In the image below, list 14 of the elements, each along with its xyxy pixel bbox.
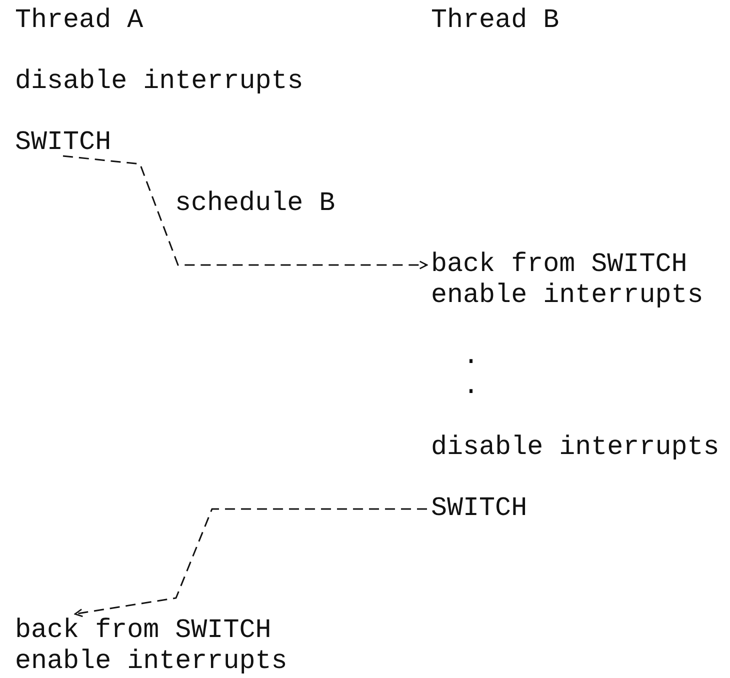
code-step: back from SWITCH: [15, 616, 272, 646]
arrow: [62, 155, 428, 270]
code-step: SWITCH: [15, 128, 112, 158]
column-heading: Thread A: [15, 6, 144, 36]
code-step: back from SWITCH: [431, 250, 688, 280]
code-step: disable interrupts: [431, 433, 720, 463]
ellipsis-dot: .: [463, 372, 480, 402]
ellipsis-dot: .: [463, 342, 480, 372]
code-step: disable interrupts: [15, 67, 304, 97]
code-step: enable interrupts: [431, 280, 704, 310]
code-step: SWITCH: [431, 494, 528, 524]
column-heading: Thread B: [431, 6, 560, 36]
code-step: enable interrupts: [15, 646, 288, 676]
arrow: [74, 508, 427, 618]
